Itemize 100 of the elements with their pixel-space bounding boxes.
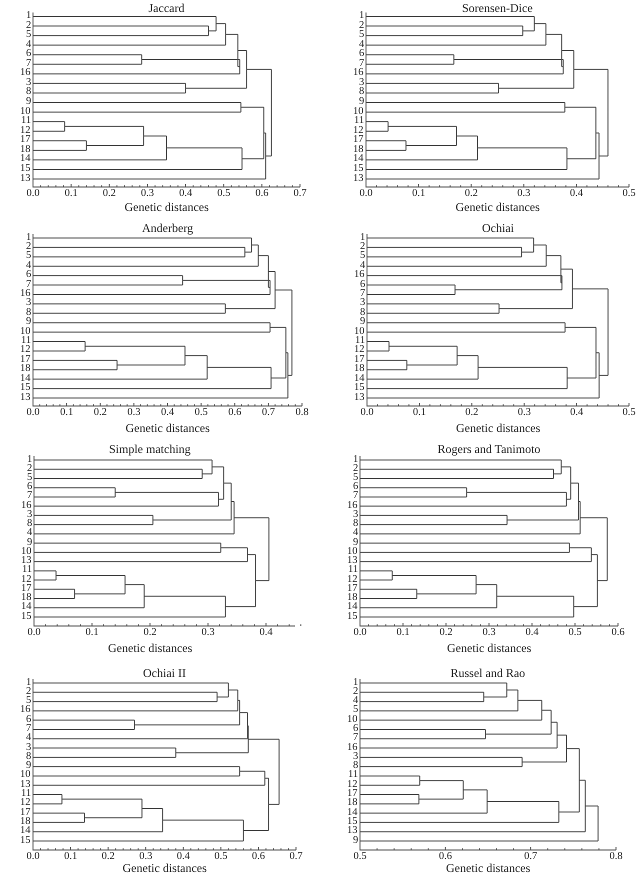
tick-label: 0.1 (396, 628, 410, 638)
leaf-label: 14 (20, 826, 30, 836)
leaf-label: 17 (353, 135, 364, 146)
axis-label: Genetic distances (447, 642, 532, 654)
leaf-label: 15 (20, 836, 30, 846)
leaf-label: 15 (20, 164, 30, 174)
leaf-label: 16 (347, 500, 358, 511)
leaf-label: 1 (359, 11, 364, 21)
leaf-label: 13 (347, 826, 358, 836)
leaf-label: 4 (27, 528, 32, 538)
tick-label: 0.7 (294, 189, 307, 200)
tick-label: 0.4 (570, 189, 584, 200)
leaf-label: 2 (353, 686, 358, 697)
tick-label: 0.2 (94, 408, 107, 418)
leaf-label: 6 (26, 270, 32, 280)
axis-label: Genetic distances (446, 862, 530, 874)
tick-label: 0.3 (202, 628, 215, 638)
tick-label: 0.1 (60, 408, 74, 418)
leaf-label: 8 (26, 308, 32, 318)
tick-label: 0.6 (252, 852, 266, 862)
leaf-label: 16 (20, 705, 30, 716)
leaf-label: 4 (359, 40, 364, 50)
leaf-label: 3 (353, 752, 358, 762)
leaf-label: 7 (353, 733, 358, 744)
tick-label: 0.3 (518, 408, 531, 418)
leaf-label: 2 (26, 686, 32, 697)
leaf-label: 2 (26, 20, 32, 31)
leaf-label: 6 (26, 714, 32, 725)
leaf-label: 2 (359, 20, 364, 31)
leaf-label: 10 (20, 326, 30, 337)
chart-title: Ochiai II (143, 667, 186, 679)
tick-label: 0.0 (28, 628, 41, 638)
tick-label: 0.6 (438, 852, 452, 862)
leaf-label: 11 (355, 336, 366, 346)
leaf-label: 11 (22, 565, 32, 576)
leaf-label: 8 (27, 519, 32, 530)
leaf-label: 2 (360, 242, 366, 252)
tick-label: 0.6 (612, 628, 625, 638)
leaf-label: 15 (347, 612, 358, 622)
leaf-label: 10 (20, 770, 30, 780)
leaf-label: 9 (353, 836, 358, 846)
tick-label: 0.1 (64, 852, 78, 862)
tick-label: 0.7 (524, 852, 538, 862)
leaf-label: 6 (360, 280, 366, 290)
leaf-label: 14 (21, 602, 32, 612)
tick-label: 0.5 (622, 408, 636, 418)
leaf-label: 7 (360, 288, 366, 299)
tick-label: 0.3 (517, 189, 530, 200)
leaf-label: 3 (27, 510, 32, 520)
tick-label: 0.0 (354, 628, 367, 638)
leaf-label: 9 (360, 317, 366, 328)
leaf-label: 13 (21, 556, 32, 566)
tick-label: 0.2 (440, 628, 453, 638)
leaf-label: 7 (353, 491, 358, 502)
leaf-label: 9 (27, 538, 32, 548)
tick-label: 0.0 (26, 852, 40, 862)
leaf-label: 9 (26, 97, 32, 108)
tick-label: 0.0 (360, 189, 373, 200)
leaf-label: 17 (21, 584, 32, 594)
axis-label: Genetic distances (126, 422, 210, 434)
leaf-label: 1 (26, 11, 32, 21)
tick-label: 0.8 (296, 408, 309, 418)
leaf-label: 10 (347, 714, 358, 725)
leaf-label: 1 (353, 678, 358, 688)
leaf-label: 9 (26, 317, 32, 328)
tick-label: 0.2 (465, 408, 478, 418)
leaf-label: 4 (26, 260, 32, 271)
chart-title: Russel and Rao (450, 667, 526, 679)
leaf-label: 18 (20, 364, 30, 374)
leaf-label: 7 (26, 280, 32, 290)
leaf-label: 8 (353, 761, 358, 772)
leaf-label: 12 (20, 126, 30, 136)
leaf-label: 1 (27, 454, 32, 464)
leaf-label: 13 (20, 174, 30, 184)
leaf-label: 18 (354, 364, 364, 374)
leaf-label: 18 (20, 816, 30, 827)
tick-label: 0.6 (255, 189, 268, 200)
leaf-label: 12 (20, 345, 30, 356)
leaf-label: 10 (354, 326, 364, 337)
leaf-label: 5 (26, 251, 32, 262)
leaf-label: 18 (21, 593, 32, 604)
leaf-label: 8 (353, 519, 358, 530)
leaf-label: 7 (26, 58, 32, 69)
tick-label: 0.5 (354, 852, 367, 862)
tick-label: 0.0 (360, 408, 374, 418)
leaf-label: 1 (26, 232, 32, 242)
leaf-label: 12 (347, 780, 358, 790)
leaf-label: 17 (20, 354, 30, 365)
leaf-label: 10 (347, 546, 358, 557)
leaf-label: 17 (20, 135, 30, 146)
leaf-label: 7 (359, 58, 364, 69)
leaf-label: 11 (348, 565, 358, 576)
tick-label: 0.3 (140, 189, 154, 200)
leaf-label: 5 (359, 30, 364, 40)
leaf-label: 3 (26, 742, 32, 753)
axis-label: Genetic distances (108, 642, 192, 654)
leaf-label: 18 (20, 144, 30, 155)
leaf-label: 3 (359, 78, 364, 88)
leaf-label: 13 (20, 780, 30, 790)
tick-label: 0.2 (144, 628, 157, 638)
